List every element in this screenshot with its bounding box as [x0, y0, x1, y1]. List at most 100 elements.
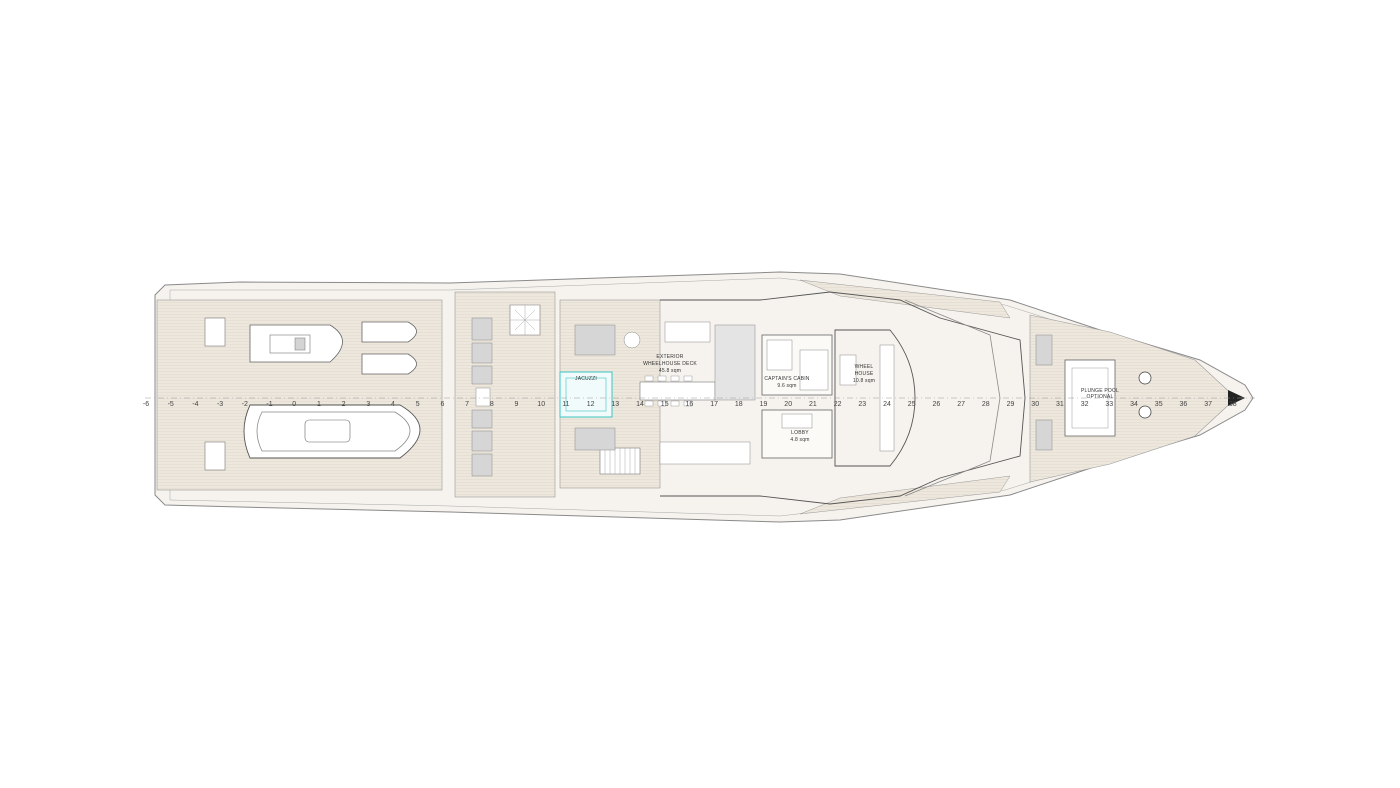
windshield-bottom	[904, 397, 1001, 497]
foredeck-teak	[1029, 314, 1237, 483]
sunbed-5	[471, 430, 493, 452]
label-plunge-optional: OPTIONAL	[1087, 394, 1114, 400]
frame-number: 9	[515, 401, 519, 408]
tender-large	[243, 404, 421, 459]
sunbed-3	[471, 365, 493, 385]
chair-5	[644, 400, 654, 407]
frame-number: 21	[809, 401, 817, 408]
chair-3	[670, 375, 680, 382]
frame-number: -2	[242, 401, 248, 408]
spiral-stair-steps	[510, 305, 540, 335]
side-deck-top	[799, 279, 1011, 319]
chair-2	[657, 375, 667, 382]
label-wheelhouse-area: 10.8 sqm	[853, 378, 875, 384]
tenders	[204, 317, 421, 471]
sunbeds	[471, 317, 493, 477]
windshield-top	[904, 299, 1001, 399]
davit-left-top	[204, 317, 226, 347]
frame-number: 27	[957, 401, 965, 408]
foredeck-seat-top	[1035, 334, 1053, 366]
frame-number: 30	[1031, 401, 1039, 408]
frame-number: 1	[317, 401, 321, 408]
chair-7	[670, 400, 680, 407]
dining-table	[639, 381, 716, 401]
room-labels: EXTERIOR WHEELHOUSE DECK 45.8 sqm JACUZZ…	[575, 354, 1119, 443]
frame-number: 35	[1155, 401, 1163, 408]
frame-number: 11	[562, 401, 569, 408]
frame-number: 16	[686, 401, 694, 408]
frame-number: 37	[1204, 401, 1212, 408]
frame-number: 4	[391, 401, 395, 408]
bar-bottom	[659, 441, 751, 465]
frame-number: 29	[1007, 401, 1015, 408]
label-captains-area: 9.6 sqm	[777, 383, 796, 389]
jacuzzi-inner	[565, 377, 607, 412]
cabin-bath	[799, 349, 829, 391]
wheelhouse-sofa	[839, 354, 857, 386]
windlass-bottom	[1138, 405, 1152, 419]
chair-1	[644, 375, 654, 382]
frame-number: 38	[1229, 401, 1237, 408]
stair-lower-steps	[604, 448, 636, 474]
label-plunge-pool: PLUNGE POOL	[1081, 388, 1119, 394]
chair-4	[683, 375, 693, 382]
tender-large-inner	[256, 411, 411, 452]
cabin-bed	[766, 339, 793, 371]
frame-number: 13	[611, 401, 619, 408]
foredeck-seat-bottom	[1035, 419, 1053, 451]
sunbed-4	[471, 409, 493, 429]
jacuzzi-tub	[559, 371, 613, 418]
bow-tip	[1228, 390, 1245, 406]
frame-number: 32	[1081, 401, 1089, 408]
galley-block	[714, 324, 756, 401]
frame-number: 6	[440, 401, 444, 408]
jetski-1	[361, 321, 417, 343]
frame-number: 15	[661, 401, 669, 408]
frame-number: 23	[858, 401, 866, 408]
frame-number: 0	[292, 401, 296, 408]
label-lobby-area: 4.8 sqm	[790, 437, 809, 443]
tender-small-seat	[294, 337, 306, 351]
chair-6	[657, 400, 667, 407]
frame-number: 31	[1056, 401, 1064, 408]
frame-number: 10	[537, 401, 545, 408]
frame-number: 2	[342, 401, 346, 408]
frame-number: -5	[168, 401, 174, 408]
frame-number: 8	[490, 401, 494, 408]
tender-small-console	[269, 334, 311, 354]
frame-number: 12	[587, 401, 595, 408]
frame-number: 36	[1180, 401, 1188, 408]
table-mid	[475, 387, 491, 407]
label-wheel: WHEEL	[855, 364, 874, 370]
davit-left-bottom	[204, 441, 226, 471]
chair-8	[683, 400, 693, 407]
label-jacuzzi: JACUZZI	[575, 376, 597, 382]
round-table	[623, 331, 641, 349]
frame-number: 24	[883, 401, 891, 408]
sunbed-1	[471, 317, 493, 341]
frame-number: -4	[192, 401, 198, 408]
label-lobby: LOBBY	[791, 430, 809, 436]
frame-number: 34	[1130, 401, 1138, 408]
bar-top	[664, 321, 711, 343]
windlass-top	[1138, 371, 1152, 385]
frame-number: -1	[266, 401, 272, 408]
frame-number: -3	[217, 401, 223, 408]
frame-number: -6	[143, 401, 149, 408]
exterior-furniture	[559, 321, 756, 465]
stairs	[509, 304, 641, 475]
frame-number: 33	[1105, 401, 1113, 408]
frame-number: 14	[636, 401, 644, 408]
frame-number: 18	[735, 401, 743, 408]
label-exterior-area: 45.8 sqm	[659, 368, 681, 374]
label-exterior: EXTERIOR	[656, 354, 683, 360]
frame-number: 26	[933, 401, 941, 408]
tender-large-cockpit	[304, 419, 351, 443]
frame-number: 22	[834, 401, 842, 408]
frame-number: 7	[465, 401, 469, 408]
jetski-2	[361, 353, 417, 375]
lobby-stair	[781, 413, 813, 429]
interior-walls	[660, 291, 1026, 505]
frame-number: 20	[784, 401, 792, 408]
